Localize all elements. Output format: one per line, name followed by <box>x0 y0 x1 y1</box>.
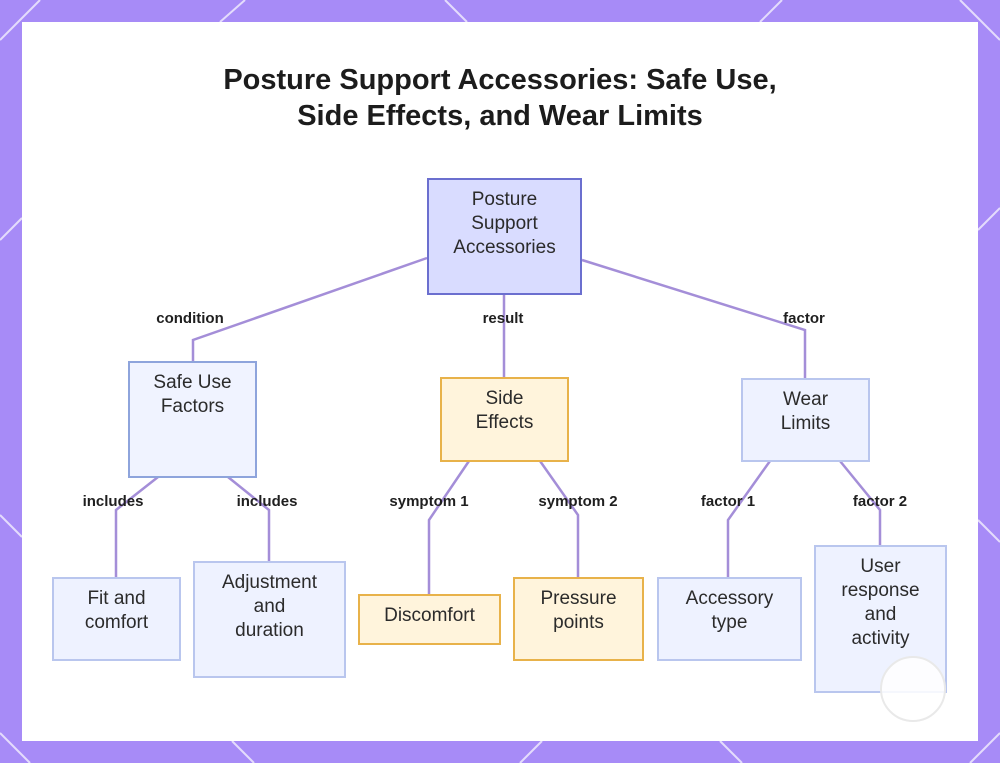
node-wear-limits[interactable]: Wear Limits <box>741 378 870 462</box>
edge-label-result: result <box>482 310 524 327</box>
edge-condition <box>191 256 428 361</box>
edge-factor <box>581 258 807 378</box>
node-discomfort[interactable]: Discomfort <box>358 594 501 645</box>
node-label: Posture Support Accessories <box>453 189 556 258</box>
edge-factor-2 <box>839 460 882 545</box>
node-accessory-type[interactable]: Accessory type <box>657 577 802 661</box>
node-pressure-points[interactable]: Pressure points <box>513 577 644 661</box>
node-label: Adjustment and duration <box>221 572 318 641</box>
node-adjustment-and-duration[interactable]: Adjustment and duration <box>193 561 346 678</box>
edge-label-condition: condition <box>156 310 224 327</box>
diagram-title: Posture Support Accessories: Safe Use, S… <box>223 64 777 132</box>
edge-includes-1 <box>114 476 159 577</box>
node-label: Discomfort <box>384 605 475 626</box>
node-label: Safe Use Factors <box>153 372 232 417</box>
edge-label-factor-2: factor 2 <box>852 493 908 510</box>
edge-label-includes-2: includes <box>236 493 298 510</box>
edge-factor-1 <box>726 460 772 577</box>
edge-includes-2 <box>227 476 271 561</box>
node-side-effects[interactable]: Side Effects <box>440 377 569 462</box>
node-label: Pressure points <box>540 588 617 633</box>
watermark-badge-icon <box>880 656 946 722</box>
node-posture-support-accessories[interactable]: Posture Support Accessories <box>427 178 582 295</box>
node-label: Wear Limits <box>780 389 831 434</box>
edge-label-symptom-1: symptom 1 <box>389 493 469 510</box>
edge-label-symptom-2: symptom 2 <box>538 493 618 510</box>
edge-label-factor: factor <box>783 310 825 327</box>
node-label: Accessory type <box>685 588 774 633</box>
edge-symptom-2 <box>538 460 580 577</box>
node-label: Fit and comfort <box>84 588 149 633</box>
edge-label-includes-1: includes <box>82 493 144 510</box>
edge-symptom-1 <box>427 460 471 594</box>
node-label: Side Effects <box>475 388 534 433</box>
node-fit-and-comfort[interactable]: Fit and comfort <box>52 577 181 661</box>
edge-label-factor-1: factor 1 <box>700 493 756 510</box>
node-label: User response and activity <box>841 556 920 649</box>
node-safe-use-factors[interactable]: Safe Use Factors <box>128 361 257 478</box>
